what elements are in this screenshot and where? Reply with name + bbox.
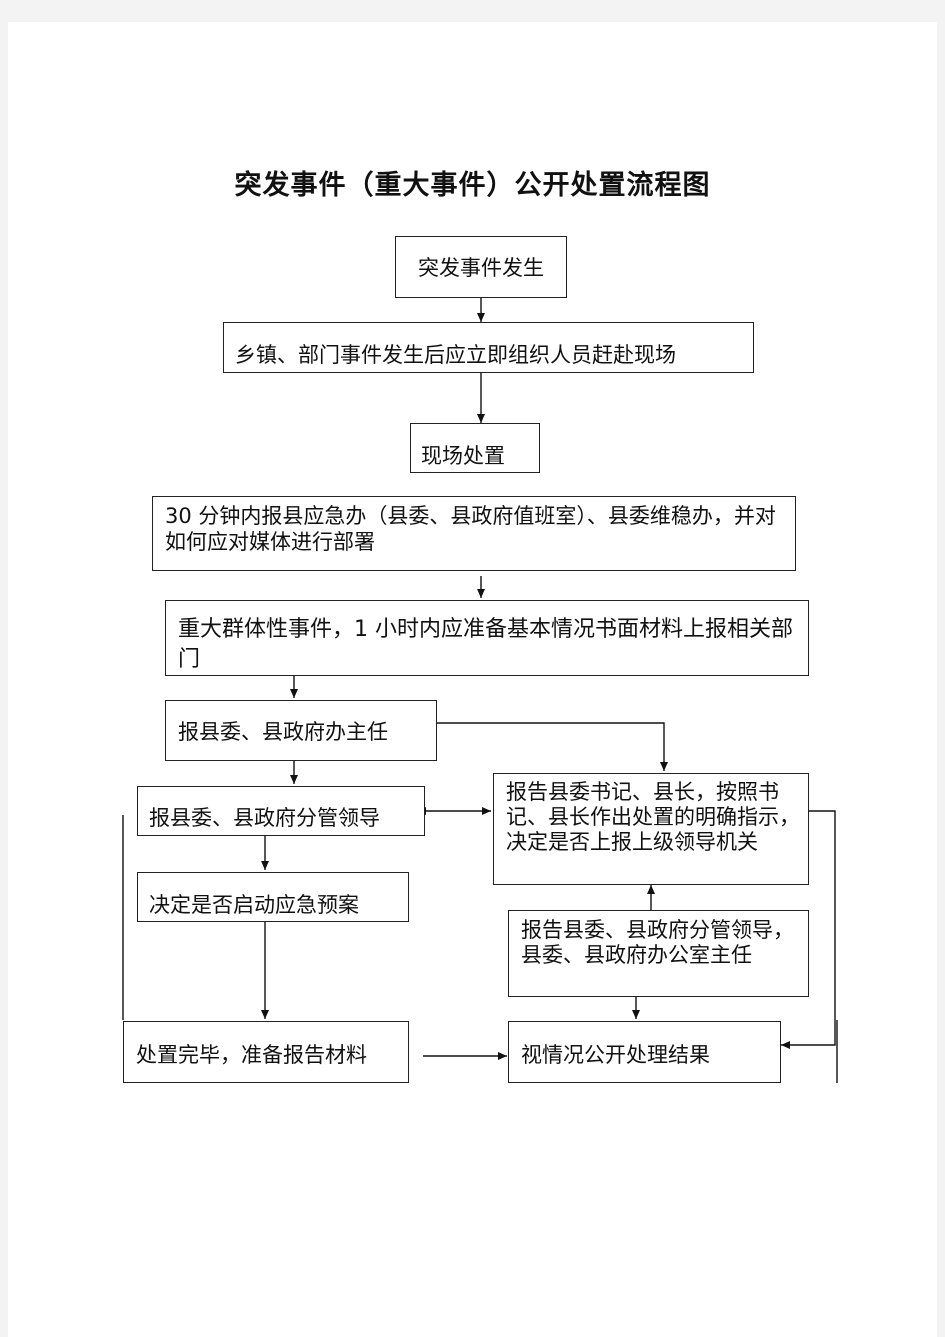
- node-report-30min: 30 分钟内报县应急办（县委、县政府值班室）、县委维稳办，并对如何应对媒体进行部…: [152, 496, 796, 571]
- node-report-deputy-leaders-label: 报告县委、县政府分管领导，县委、县政府办公室主任: [521, 918, 794, 967]
- node-report-30min-label: 30 分钟内报县应急办（县委、县政府值班室）、县委维稳办，并对如何应对媒体进行部…: [165, 504, 776, 554]
- node-report-office-director-label: 报县委、县政府办主任: [178, 720, 388, 744]
- node-report-secretary-label: 报告县委书记、县长，按照书记、县长作出处置的明确指示，决定是否上报上级领导机关: [506, 780, 800, 854]
- node-rush-to-scene: 乡镇、部门事件发生后应立即组织人员赶赴现场: [223, 322, 754, 373]
- node-publish-results: 视情况公开处理结果: [508, 1021, 781, 1083]
- node-major-incident: 重大群体性事件，1 小时内应准备基本情况书面材料上报相关部门: [165, 600, 809, 676]
- node-report-leader-in-charge: 报县委、县政府分管领导: [137, 786, 425, 836]
- node-onsite-handling-label: 现场处置: [421, 444, 505, 468]
- node-decide-emergency-plan: 决定是否启动应急预案: [137, 872, 409, 922]
- node-major-incident-label: 重大群体性事件，1 小时内应准备基本情况书面材料上报相关部门: [178, 617, 793, 672]
- node-rush-to-scene-label: 乡镇、部门事件发生后应立即组织人员赶赴现场: [235, 343, 676, 367]
- node-report-office-director: 报县委、县政府办主任: [165, 700, 437, 761]
- node-report-secretary: 报告县委书记、县长，按照书记、县长作出处置的明确指示，决定是否上报上级领导机关: [493, 773, 809, 885]
- arrow-secretary-to-publish: [781, 810, 836, 1049]
- arrow-office-to-secretary: [437, 722, 668, 771]
- node-publish-results-label: 视情况公开处理结果: [521, 1043, 710, 1067]
- node-event-occurs-label: 突发事件发生: [418, 256, 544, 280]
- node-handling-complete: 处置完毕，准备报告材料: [123, 1021, 409, 1083]
- flowchart-title: 突发事件（重大事件）公开处置流程图: [234, 170, 711, 201]
- node-handling-complete-label: 处置完毕，准备报告材料: [136, 1043, 367, 1067]
- node-onsite-handling: 现场处置: [410, 423, 540, 473]
- node-decide-emergency-plan-label: 决定是否启动应急预案: [149, 893, 359, 917]
- node-event-occurs: 突发事件发生: [395, 236, 567, 298]
- node-report-deputy-leaders: 报告县委、县政府分管领导，县委、县政府办公室主任: [508, 910, 809, 997]
- node-report-leader-in-charge-label: 报县委、县政府分管领导: [149, 806, 380, 830]
